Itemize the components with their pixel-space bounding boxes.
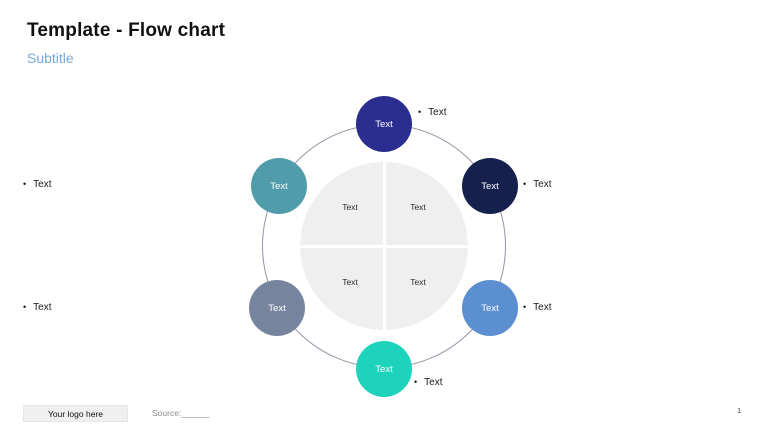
logo-label: Your logo here: [48, 408, 103, 419]
bullet-item-bottom[interactable]: • Text: [414, 377, 443, 388]
flow-node-lower-right[interactable]: Text: [462, 280, 518, 336]
flow-node-label: Text: [375, 363, 393, 375]
flow-node-upper-right[interactable]: Text: [462, 158, 518, 214]
bullet-label: Text: [428, 107, 447, 118]
page-number: 1: [737, 406, 742, 415]
flow-node-label: Text: [481, 302, 499, 314]
bullet-label: Text: [533, 302, 552, 313]
quadrant-label-lower-right[interactable]: Text: [410, 277, 426, 287]
center-quadrant-circle: Text Text Text Text: [300, 162, 468, 330]
flow-node-label: Text: [270, 180, 288, 192]
quadrant-label-lower-left[interactable]: Text: [342, 277, 358, 287]
bullet-marker: •: [418, 107, 422, 117]
bullet-label: Text: [424, 377, 443, 388]
bullet-marker: •: [523, 302, 527, 312]
flow-node-label: Text: [481, 180, 499, 192]
bullet-item-right-upper[interactable]: • Text: [523, 179, 552, 190]
flow-node-label: Text: [268, 302, 286, 314]
bullet-label: Text: [33, 179, 52, 190]
bullet-label: Text: [533, 179, 552, 190]
page-subtitle[interactable]: Subtitle: [27, 50, 74, 66]
flow-node-bottom[interactable]: Text: [356, 341, 412, 397]
bullet-label: Text: [33, 302, 52, 313]
logo-placeholder[interactable]: Your logo here: [23, 405, 128, 422]
bullet-item-left-upper[interactable]: • Text: [23, 179, 52, 190]
quadrant-label-upper-left[interactable]: Text: [342, 202, 358, 212]
quadrant-divider-horizontal: [300, 244, 468, 248]
bullet-item-top-right[interactable]: • Text: [418, 107, 447, 118]
page-title[interactable]: Template - Flow chart: [27, 20, 226, 41]
bullet-item-left-lower[interactable]: • Text: [23, 302, 52, 313]
flow-node-lower-left[interactable]: Text: [249, 280, 305, 336]
flow-node-upper-left[interactable]: Text: [251, 158, 307, 214]
quadrant-label-upper-right[interactable]: Text: [410, 202, 426, 212]
bullet-marker: •: [23, 302, 27, 312]
source-field[interactable]: Source:______: [152, 408, 210, 418]
bullet-marker: •: [414, 377, 418, 387]
bullet-marker: •: [523, 179, 527, 189]
bullet-item-right-lower[interactable]: • Text: [523, 302, 552, 313]
flow-node-label: Text: [375, 118, 393, 130]
flow-node-top[interactable]: Text: [356, 96, 412, 152]
bullet-marker: •: [23, 179, 27, 189]
